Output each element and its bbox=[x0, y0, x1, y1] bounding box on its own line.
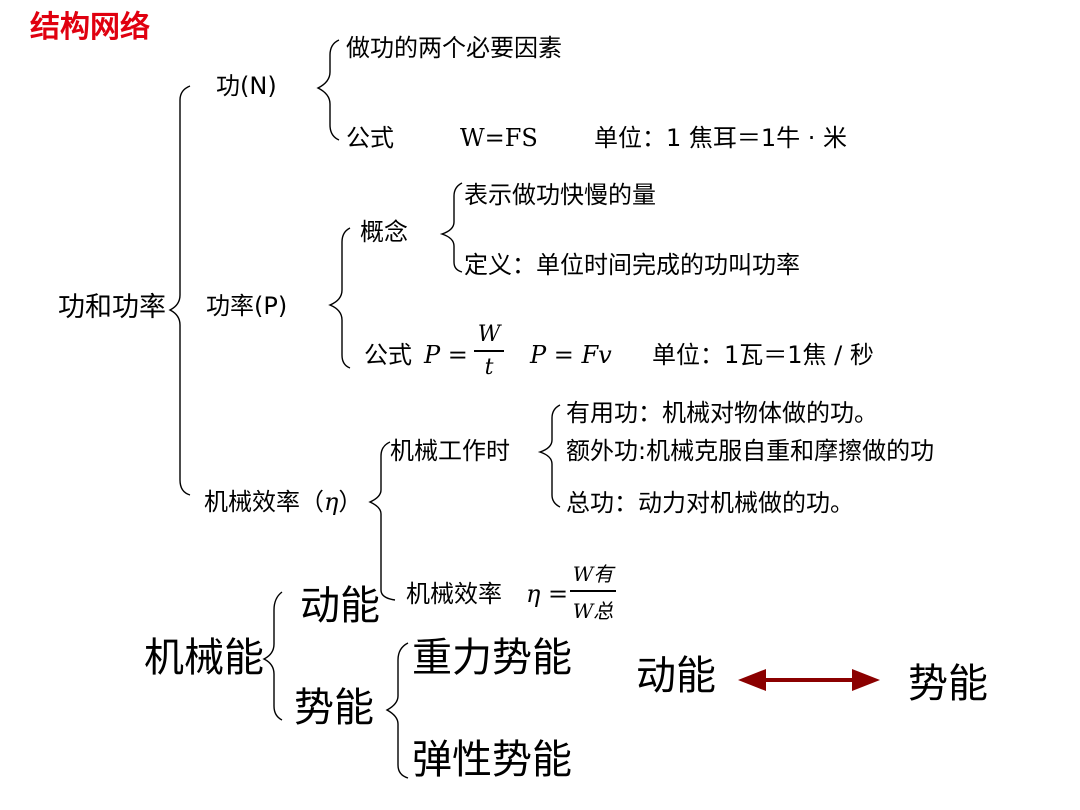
conversion-arrow bbox=[738, 669, 880, 691]
work-item-conditions: 做功的两个必要因素 bbox=[346, 34, 562, 62]
power-bracket bbox=[328, 227, 351, 369]
power-formula-fv: P = Fv bbox=[530, 341, 612, 369]
working-label: 机械工作时 bbox=[390, 437, 510, 465]
total-work: 总功：动力对机械做的功。 bbox=[566, 489, 854, 517]
elastic-potential-energy: 弹性势能 bbox=[412, 737, 572, 783]
power-formula-prefix: 公式 bbox=[364, 341, 412, 369]
fraction-bar bbox=[474, 350, 504, 352]
work-label: 功(N) bbox=[216, 72, 277, 100]
kinetic-energy: 动能 bbox=[300, 583, 380, 629]
power-concept-item2: 定义：单位时间完成的功叫功率 bbox=[464, 251, 800, 279]
work-formula: W=FS bbox=[460, 124, 538, 152]
power-fraction-numerator: W bbox=[477, 322, 501, 347]
working-bracket bbox=[537, 404, 561, 508]
efficiency-fraction: W有 W总 bbox=[570, 558, 616, 624]
conversion-right: 势能 bbox=[908, 661, 988, 707]
power-unit: 单位：1瓦＝1焦 / 秒 bbox=[652, 341, 874, 369]
work-unit: 单位：1 焦耳＝1牛 · 米 bbox=[594, 124, 848, 152]
power-concept-label: 概念 bbox=[360, 218, 408, 246]
power-label: 功率(P) bbox=[206, 292, 288, 320]
root-bracket bbox=[168, 85, 191, 496]
work-bracket bbox=[316, 39, 340, 141]
conversion-left: 动能 bbox=[636, 653, 716, 699]
fraction-bar bbox=[570, 590, 616, 592]
page-title: 结构网络 bbox=[30, 10, 150, 45]
efficiency-bracket bbox=[368, 441, 396, 601]
mech-energy-bracket bbox=[262, 591, 283, 721]
power-fraction: W t bbox=[474, 322, 504, 380]
potential-energy: 势能 bbox=[294, 685, 374, 731]
efficiency-label-text: 机械效率（ bbox=[204, 488, 324, 516]
gravity-potential-energy: 重力势能 bbox=[412, 635, 572, 681]
extra-work: 额外功:机械克服自重和摩擦做的功 bbox=[566, 437, 935, 465]
efficiency-fraction-denominator: W总 bbox=[572, 598, 614, 623]
potential-bracket bbox=[385, 642, 409, 779]
root-label: 功和功率 bbox=[58, 292, 166, 323]
efficiency-fraction-numerator: W有 bbox=[572, 562, 614, 586]
efficiency-label: 机械效率（η） bbox=[204, 490, 362, 514]
power-fraction-denominator: t bbox=[484, 354, 494, 380]
efficiency-symbol: η bbox=[324, 488, 339, 516]
efficiency-formula-lhs: η = bbox=[526, 580, 569, 608]
power-concept-item1: 表示做功快慢的量 bbox=[464, 181, 656, 209]
mech-energy-label: 机械能 bbox=[144, 635, 264, 681]
power-formula-lhs: P = bbox=[424, 341, 468, 369]
efficiency-label-close: ） bbox=[338, 488, 363, 516]
concept-bracket bbox=[439, 182, 463, 273]
useful-work: 有用功：机械对物体做的功。 bbox=[566, 399, 878, 427]
efficiency-formula-label: 机械效率 bbox=[406, 580, 502, 608]
work-formula-prefix: 公式 bbox=[346, 124, 394, 152]
